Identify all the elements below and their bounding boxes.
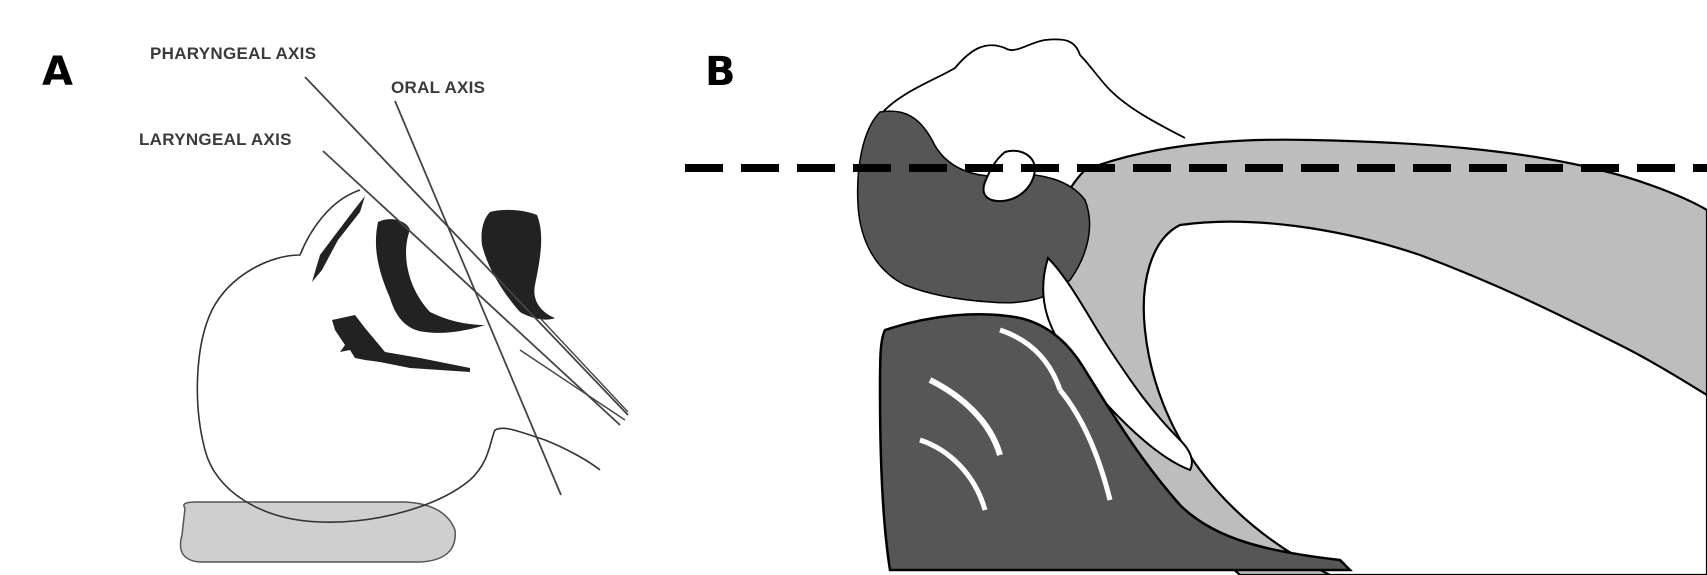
panel-b-label: B xyxy=(705,52,736,92)
oral-axis-label: ORAL AXIS xyxy=(391,78,485,98)
laryngeal-axis-label: LARYNGEAL AXIS xyxy=(139,130,292,150)
pharyngeal-axis-label: PHARYNGEAL AXIS xyxy=(150,44,316,64)
face-outline xyxy=(880,39,1185,138)
panel-a-label: A xyxy=(42,52,73,92)
